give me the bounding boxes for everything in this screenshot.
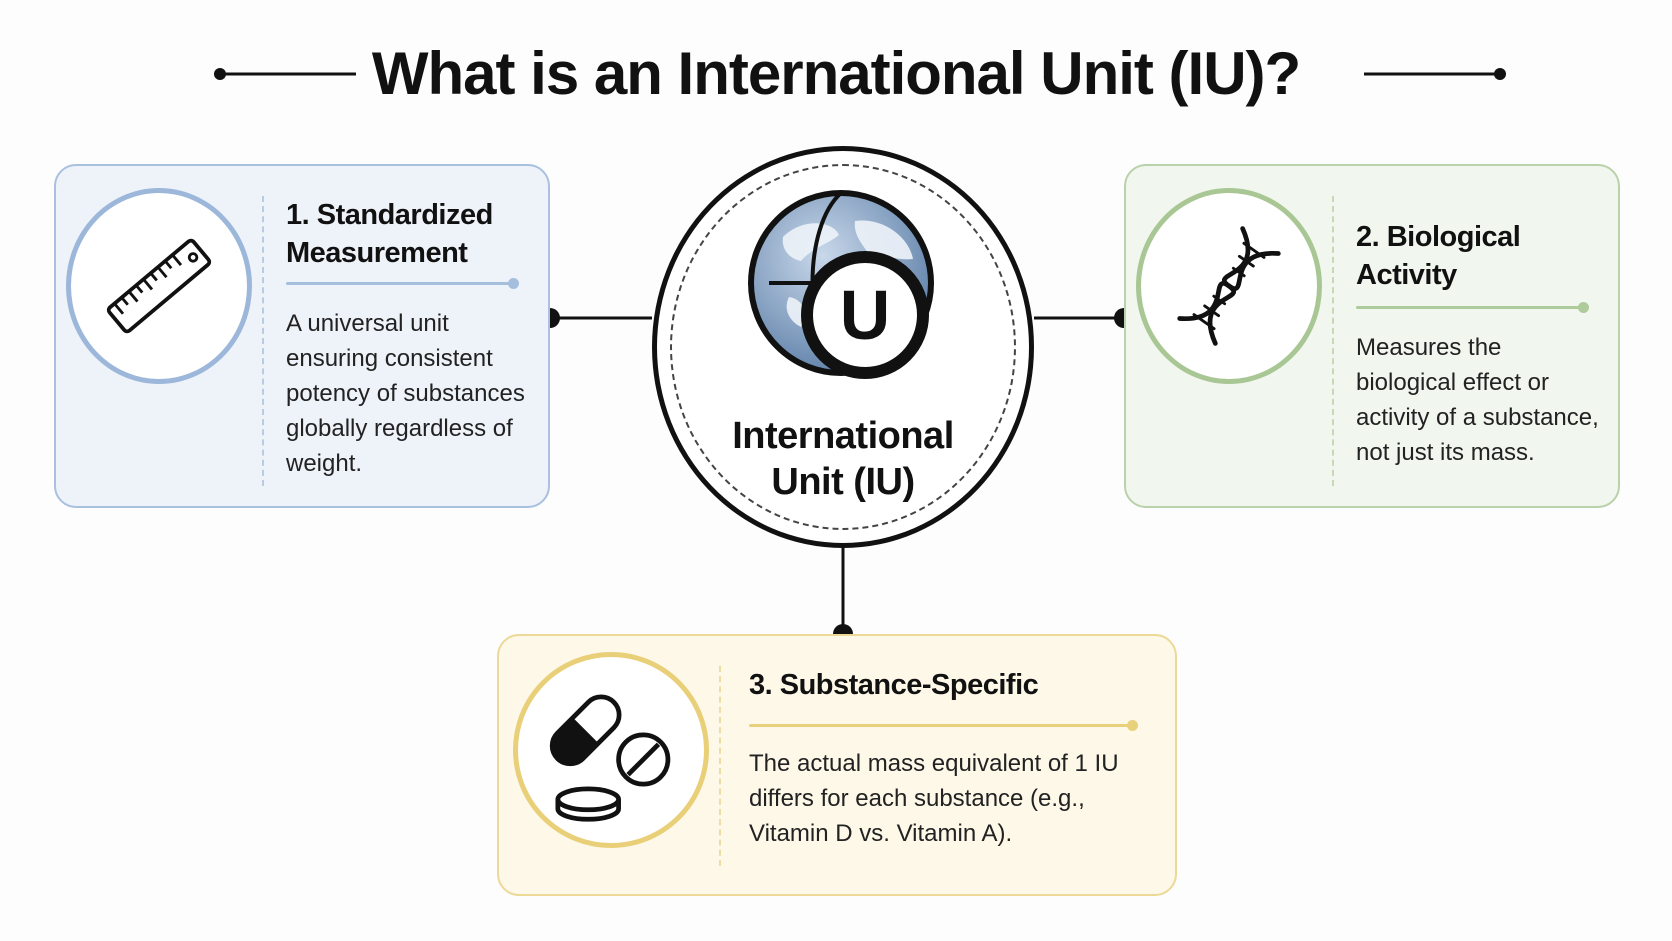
central-hub: U International Unit (IU) bbox=[652, 146, 1034, 548]
page-title: What is an International Unit (IU)? bbox=[371, 40, 1301, 107]
card-biological-activity: 2. Biological Activity Measures the biol… bbox=[1124, 164, 1620, 508]
ruler-icon bbox=[106, 238, 212, 334]
card-substance-specific: 3. Substance-Specific The actual mass eq… bbox=[497, 634, 1177, 896]
pills-icon bbox=[549, 694, 671, 822]
card-description: The actual mass equivalent of 1 IU diffe… bbox=[749, 750, 1119, 847]
card-title-underline bbox=[749, 720, 1138, 731]
card-divider bbox=[719, 666, 721, 866]
card-icon-circle bbox=[513, 652, 709, 848]
card-description: Measures the biological effect or activi… bbox=[1356, 334, 1599, 466]
card-title-line: 1. Standardized bbox=[286, 199, 493, 231]
title-rule-right-dot bbox=[1494, 68, 1506, 80]
dna-icon bbox=[1177, 226, 1281, 346]
card-title-line: Activity bbox=[1356, 259, 1457, 291]
card-icon-circle bbox=[66, 188, 252, 384]
card-divider bbox=[262, 196, 264, 486]
card-title-line: 2. Biological bbox=[1356, 221, 1521, 253]
hub-label-line: International bbox=[732, 415, 954, 457]
card-title-underline bbox=[1356, 302, 1589, 313]
title-rule-left-dot bbox=[214, 68, 226, 80]
hub-label-line: Unit (IU) bbox=[771, 461, 915, 503]
card-title-line: Measurement bbox=[286, 237, 468, 269]
hub-label: International Unit (IU) bbox=[657, 413, 1029, 505]
card-standardized-measurement: 1. Standardized Measurement A universal … bbox=[54, 164, 550, 508]
hub-symbol: U bbox=[840, 276, 891, 354]
card-title: 2. Biological Activity bbox=[1356, 218, 1606, 294]
card-icon-circle bbox=[1136, 188, 1322, 384]
card-divider bbox=[1332, 196, 1334, 486]
card-title: 3. Substance-Specific bbox=[749, 669, 1039, 701]
card-description: A universal unit ensuring consistent pot… bbox=[286, 310, 525, 477]
hub-dashed-ring bbox=[670, 164, 1016, 530]
card-title-underline bbox=[286, 278, 519, 289]
globe-icon: U bbox=[748, 190, 934, 379]
card-title: 1. Standardized Measurement bbox=[286, 196, 536, 272]
